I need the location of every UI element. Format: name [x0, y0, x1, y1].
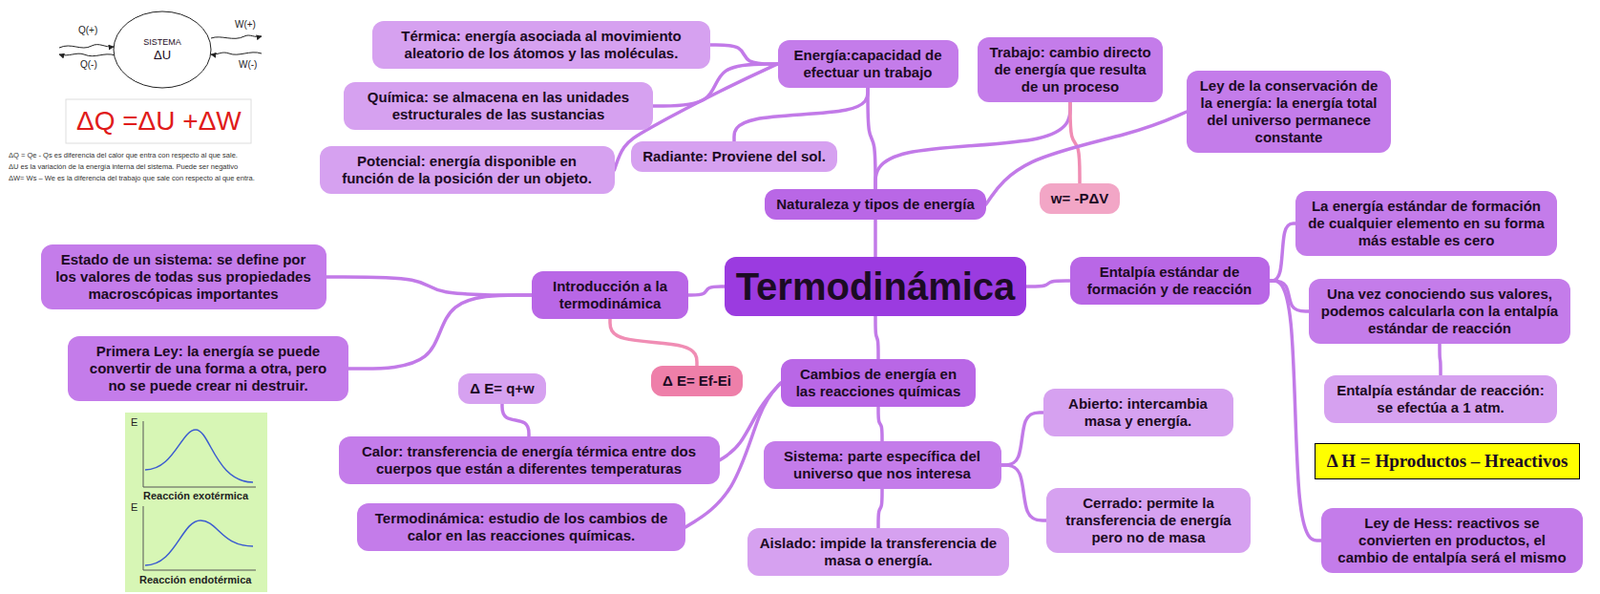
detail-box: Térmica: energía asociada al movimiento … — [372, 21, 711, 69]
subtopic-box: Primera Ley: la energía se puede convert… — [67, 336, 349, 401]
node-text: Trabajo: cambio directo de energía que r… — [989, 43, 1152, 96]
flow-label: W(-) — [238, 59, 257, 71]
axis-label: E — [130, 501, 138, 514]
subtopic-box: Ley de la conservación de la energía: la… — [1186, 70, 1391, 153]
branch-line — [1439, 343, 1441, 376]
node-text: La energía estándar de formación de cual… — [1306, 197, 1546, 250]
node-text: Entalpía estándar de formación y de reac… — [1081, 263, 1259, 298]
subtopic-box: Ley de Hess: reactivos se convierten en … — [1321, 507, 1583, 573]
node-text: Termodinámica — [736, 263, 1016, 310]
branch-line — [878, 488, 883, 528]
flow-label: W(+) — [234, 19, 256, 31]
main-topic: Cambios de energía en las reacciones quí… — [780, 358, 976, 407]
node-text: Δ H = Hproductos – Hreactivos — [1326, 450, 1569, 473]
branch-line — [1070, 102, 1080, 184]
node-text: Ley de Hess: reactivos se convierten en … — [1332, 514, 1572, 567]
main-topic: Entalpía estándar de formación y de reac… — [1070, 256, 1270, 305]
formula-box: w= -PΔV — [1039, 183, 1120, 214]
node-text: Δ E= q+w — [469, 379, 534, 398]
branch-line — [878, 406, 883, 442]
branch-line — [710, 44, 779, 64]
node-text: w= -PΔV — [1051, 189, 1109, 208]
branch-line — [875, 315, 879, 359]
node-text: Sistema: parte específica del universo q… — [775, 447, 990, 483]
branch-line — [502, 403, 529, 437]
node-text: Entalpía estándar de reacción: se efectú… — [1335, 381, 1546, 417]
branch-line — [652, 63, 779, 106]
branch-line — [1001, 464, 1048, 521]
axis-label: E — [130, 416, 138, 429]
equation-label: ΔQ =ΔU +ΔW — [76, 105, 242, 138]
main-topic: Introducción a la termodinámica — [531, 271, 689, 319]
subtopic-box: Trabajo: cambio directo de energía que r… — [977, 37, 1163, 103]
node-text: Δ E= Ef-Ei — [662, 372, 732, 390]
branch-line — [348, 294, 532, 369]
node-text: Termodinámica: estudio de los cambios de… — [368, 509, 674, 545]
node-text: Química: se almacena en las unidades est… — [355, 88, 642, 124]
node-text: Calor: transferencia de energía térmica … — [350, 442, 709, 478]
branch-line — [1026, 280, 1070, 287]
node-text: Una vez conociendo sus valores, podemos … — [1320, 285, 1559, 337]
branch-line — [734, 87, 868, 142]
detail-box: Radiante: Proviene del sol. — [631, 141, 838, 172]
node-text: Cambios de energía en las reacciones quí… — [792, 365, 965, 400]
main-topic: Naturaleza y tipos de energía — [764, 189, 987, 220]
node-text: Radiante: Proviene del sol. — [642, 147, 826, 166]
graph-panel — [125, 412, 268, 592]
branch-line — [1001, 412, 1044, 465]
node-text: Estado de un sistema: se define por los … — [52, 251, 316, 303]
subtopic-box: Una vez conociendo sus valores, podemos … — [1308, 278, 1571, 344]
node-text: SISTEMA — [143, 37, 182, 48]
note-text: ΔW= Ws – We es la diferencia del trabajo… — [8, 173, 291, 183]
formula-box: Δ H = Hproductos – Hreactivos — [1314, 442, 1581, 481]
detail-box: Química: se almacena en las unidades est… — [343, 82, 653, 130]
branch-line — [610, 318, 697, 366]
flow-label: Q(+) — [78, 24, 98, 37]
subtopic-box: Estado de un sistema: se define por los … — [41, 244, 327, 310]
formula-box: Δ E= Ef-Ei — [651, 365, 743, 397]
node-text: Abierto: intercambia masa y energía. — [1054, 395, 1222, 430]
central-topic: Termodinámica — [724, 256, 1028, 316]
node-text: Introducción a la termodinámica — [543, 277, 677, 313]
node-text: Naturaleza y tipos de energía — [776, 195, 975, 213]
detail-box: Aislado: impide la transferencia de masa… — [747, 527, 1010, 576]
graph-caption: Reacción exotérmica — [143, 489, 249, 503]
node-text: Aislado: impide la transferencia de masa… — [758, 534, 998, 569]
detail-box: Potencial: energía disponible en función… — [319, 146, 615, 194]
node-text: Térmica: energía asociada al movimiento … — [383, 27, 699, 63]
formula-box: Δ E= q+w — [458, 373, 546, 404]
branch-line — [688, 286, 725, 295]
detail-box: Abierto: intercambia masa y energía. — [1043, 388, 1234, 437]
formula-frame — [65, 99, 252, 144]
node-text: Primera Ley: la energía se puede convert… — [79, 342, 337, 395]
energy-graphs — [143, 421, 256, 570]
node-text: Ley de la conservación de la energía: la… — [1198, 77, 1380, 147]
subtopic-box: La energía estándar de formación de cual… — [1295, 190, 1558, 256]
branch-line — [867, 87, 876, 190]
detail-box: Entalpía estándar de reacción: se efectú… — [1324, 375, 1558, 423]
node-text: Energía:capacidad de efectuar un trabajo — [789, 46, 948, 82]
subtopic-box: Termodinámica: estudio de los cambios de… — [357, 503, 686, 551]
system-ellipse: SISTEMAΔU — [112, 10, 212, 89]
subtopic-box: Calor: transferencia de energía térmica … — [338, 436, 720, 485]
branch-line — [875, 102, 1071, 190]
flow-label: Q(-) — [80, 59, 98, 71]
node-text: Potencial: energía disponible en función… — [331, 152, 604, 188]
node-text: Cerrado: permite la transferencia de ene… — [1057, 494, 1240, 547]
branch-line — [873, 219, 878, 257]
subtopic-box: Energía:capacidad de efectuar un trabajo — [778, 40, 959, 88]
branch-line — [326, 276, 533, 295]
branch-line — [1269, 223, 1297, 281]
note-text: ΔU es la variación de la energía interna… — [8, 162, 291, 171]
detail-box: Cerrado: permite la transferencia de ene… — [1046, 487, 1251, 553]
note-text: ΔQ = Qe - Qs es diferencia del calor que… — [8, 150, 291, 160]
subtopic-box: Sistema: parte específica del universo q… — [763, 441, 1002, 489]
node-text: ΔU — [153, 47, 171, 64]
graph-caption: Reacción endotérmica — [139, 573, 252, 587]
